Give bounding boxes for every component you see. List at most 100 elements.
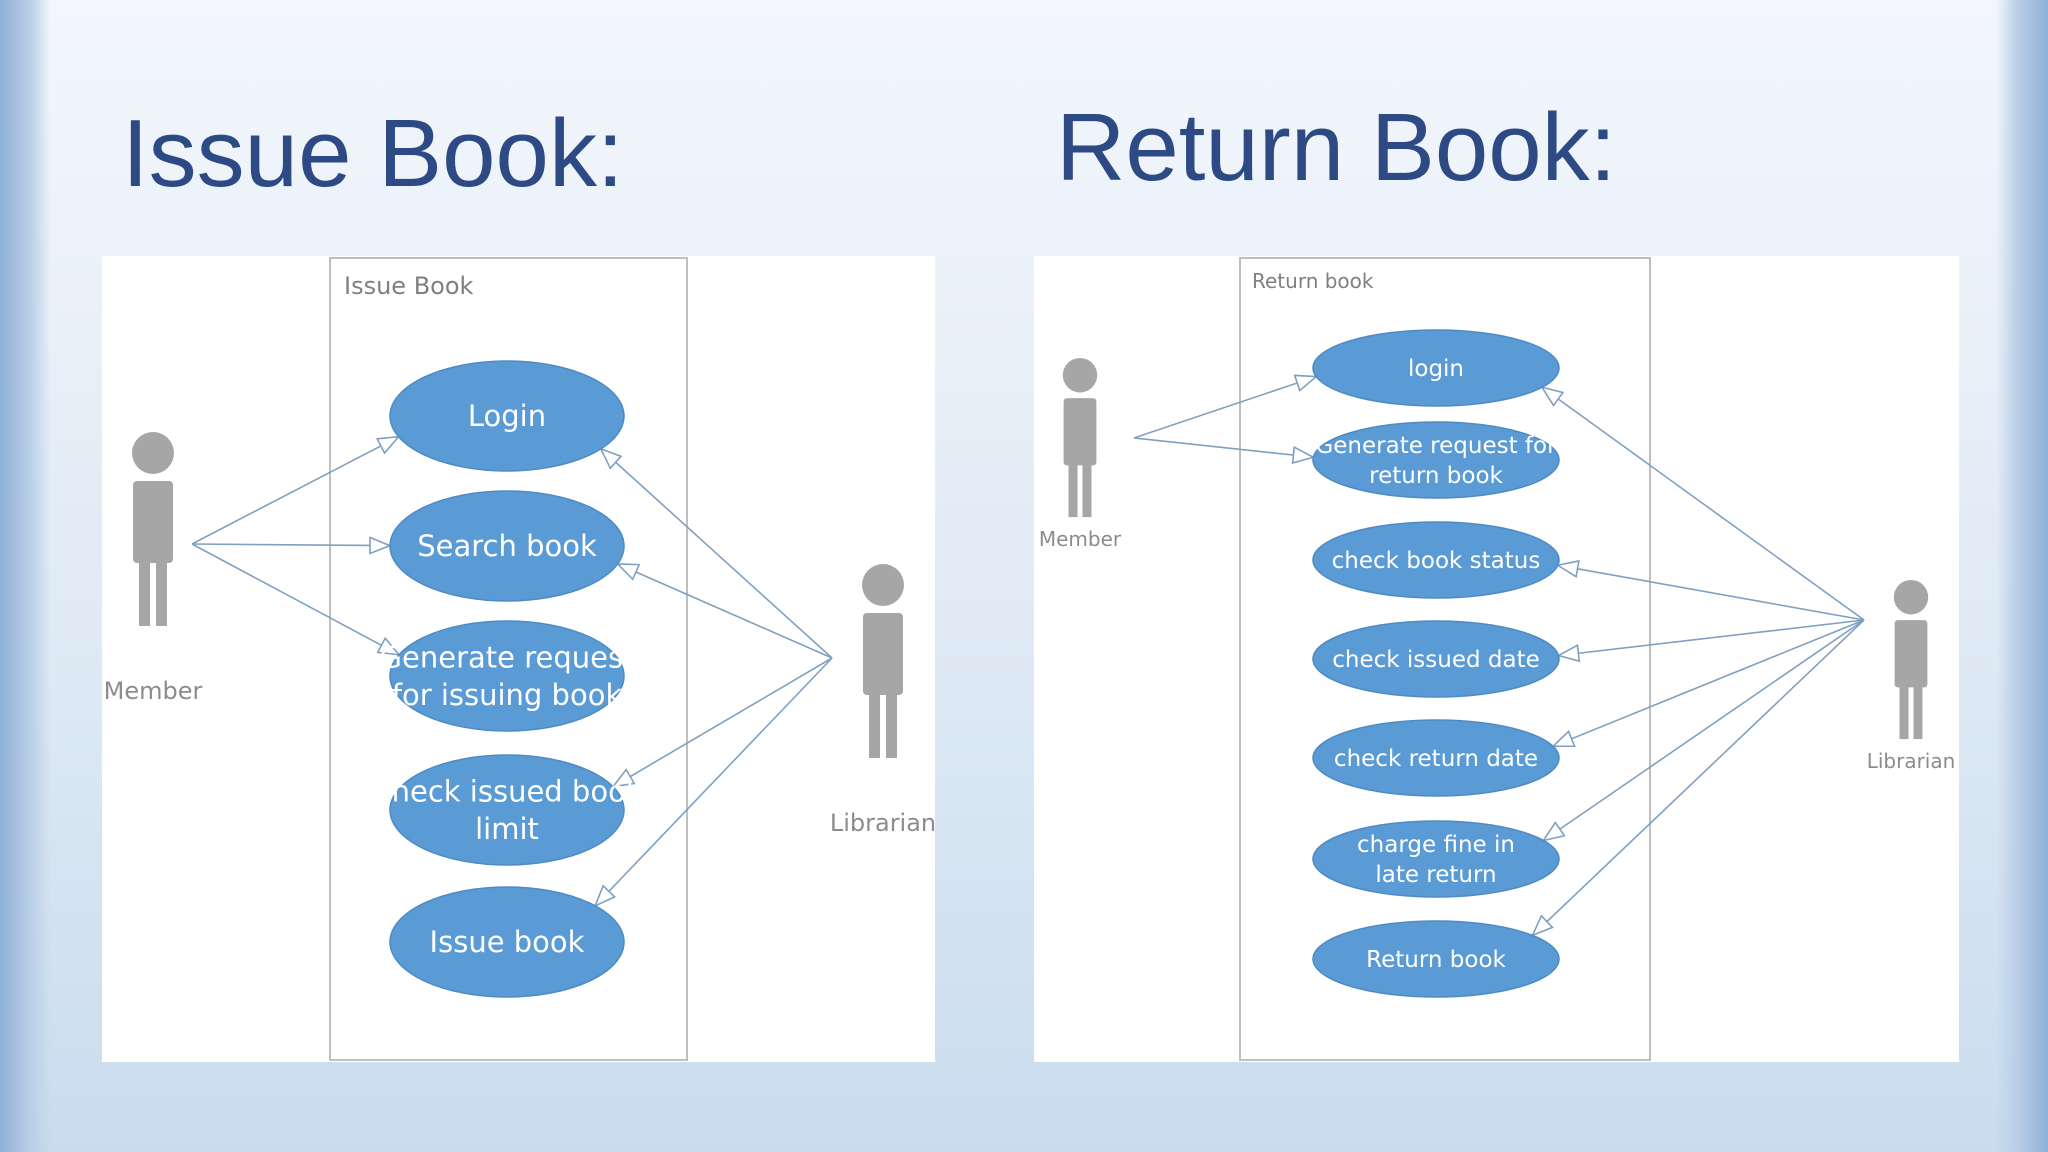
- librarian-association-2: [1555, 559, 1865, 621]
- use-case-4: Issue book: [389, 886, 625, 998]
- member-association-1: [1133, 437, 1316, 465]
- use-case-2-label: check book status: [1332, 548, 1541, 574]
- librarian-actor-body: [1894, 620, 1928, 688]
- librarian-association-6: [1530, 619, 1865, 937]
- use-case-5-label: late return: [1375, 862, 1496, 888]
- librarian-actor-right-leg: [886, 692, 897, 758]
- librarian-association-3-arrowhead: [1556, 644, 1581, 663]
- librarian-association-6-arrowhead: [1530, 914, 1554, 937]
- use-case-3-label: check issued date: [1332, 647, 1540, 673]
- use-case-1-shape: [1312, 421, 1560, 499]
- member-association-0: [1133, 374, 1319, 439]
- member-association-2-line: [191, 543, 382, 647]
- librarian-actor-label: Librarian: [1867, 749, 1956, 773]
- librarian-association-5-line: [1559, 619, 1865, 830]
- use-case-1-label: Generate request for: [1315, 433, 1557, 459]
- librarian-association-3: [1556, 619, 1865, 663]
- use-case-3: Check issued book limit: [371, 754, 643, 866]
- use-case-4-label: Issue book: [430, 925, 585, 959]
- librarian-actor-right-leg: [1913, 684, 1923, 740]
- use-case-3: check issued date: [1312, 620, 1560, 698]
- member-actor: Member: [1039, 358, 1122, 551]
- system-label: Return book: [1252, 269, 1374, 293]
- librarian-actor: Librarian: [830, 564, 935, 837]
- use-case-0: login: [1312, 329, 1560, 407]
- system-label: Issue Book: [344, 272, 474, 300]
- slide-edge-right: [1996, 0, 2048, 1152]
- librarian-association-4-line: [1571, 619, 1865, 740]
- member-association-1-line: [191, 543, 371, 547]
- use-case-0: Login: [389, 360, 625, 472]
- use-case-0-label: Login: [468, 399, 546, 433]
- member-actor-head: [1062, 358, 1098, 393]
- member-actor-body: [1063, 398, 1097, 466]
- librarian-actor-label: Librarian: [830, 809, 935, 837]
- librarian-association-0-arrowhead: [1540, 386, 1565, 407]
- use-case-2: check book status: [1312, 521, 1560, 599]
- use-case-0-shape: [1312, 329, 1560, 407]
- librarian-association-5-arrowhead: [1541, 821, 1566, 842]
- use-case-0-shape: [389, 360, 625, 472]
- use-case-2-label: for issuing book: [392, 678, 623, 712]
- slide-edge-left: [0, 0, 51, 1152]
- use-case-5-shape: [1312, 820, 1560, 898]
- use-case-4: check return date: [1312, 719, 1560, 797]
- member-actor-right-leg: [156, 560, 167, 626]
- librarian-association-4: [1551, 619, 1865, 748]
- issue-book-heading: Issue Book:: [122, 100, 624, 207]
- return-book-heading: Return Book:: [1056, 94, 1617, 201]
- librarian-association-4-arrowhead: [593, 884, 617, 908]
- librarian-association-1-line: [635, 571, 833, 659]
- librarian-association-0-line: [615, 461, 833, 659]
- use-case-3-shape: [1312, 620, 1560, 698]
- system-boundary: [1239, 257, 1651, 1061]
- use-case-4-label: check return date: [1334, 746, 1538, 772]
- member-association-0: [191, 435, 401, 545]
- use-case-6-shape: [1312, 920, 1560, 998]
- use-case-2-shape: [389, 620, 625, 732]
- use-case-1: Search book: [389, 490, 625, 602]
- use-case-3-label: Check issued book: [371, 774, 642, 808]
- librarian-association-2-line: [1577, 568, 1865, 621]
- use-case-2: Generate request for issuing book: [380, 620, 635, 732]
- member-actor-body: [133, 481, 173, 563]
- use-case-4-shape: [1312, 719, 1560, 797]
- use-case-2-label: Generate request: [380, 640, 635, 674]
- member-actor-left-leg: [1068, 462, 1078, 518]
- member-actor-right-leg: [1082, 462, 1092, 518]
- librarian-association-3: [611, 657, 833, 788]
- system-boundary: [329, 257, 688, 1061]
- member-actor: Member: [104, 432, 202, 705]
- member-association-2-arrowhead: [376, 636, 401, 656]
- member-actor-head: [132, 432, 174, 474]
- member-association-2: [191, 543, 401, 656]
- librarian-association-5: [1541, 619, 1865, 842]
- member-association-0-line: [1133, 382, 1298, 439]
- member-actor-label: Member: [1039, 527, 1122, 551]
- librarian-actor: Librarian: [1867, 580, 1956, 773]
- member-association-1: [191, 536, 393, 555]
- member-association-1-line: [1133, 437, 1294, 456]
- member-association-0-arrowhead: [1293, 374, 1319, 392]
- use-case-3-label: limit: [475, 812, 539, 846]
- member-association-1-arrowhead: [1291, 445, 1316, 465]
- use-case-1-shape: [389, 490, 625, 602]
- librarian-actor-left-leg: [869, 692, 880, 758]
- librarian-actor-head: [1893, 580, 1929, 615]
- librarian-association-1-arrowhead: [615, 563, 641, 581]
- librarian-association-4-arrowhead: [1551, 730, 1576, 748]
- use-case-6-label: Return book: [1366, 947, 1506, 973]
- librarian-actor-body: [863, 613, 903, 695]
- use-case-0-label: login: [1408, 356, 1464, 382]
- librarian-association-3-line: [1578, 619, 1865, 655]
- librarian-association-4: [593, 657, 833, 908]
- librarian-association-6-line: [1546, 619, 1865, 923]
- librarian-association-1: [615, 563, 833, 659]
- librarian-association-3-arrowhead: [611, 768, 636, 788]
